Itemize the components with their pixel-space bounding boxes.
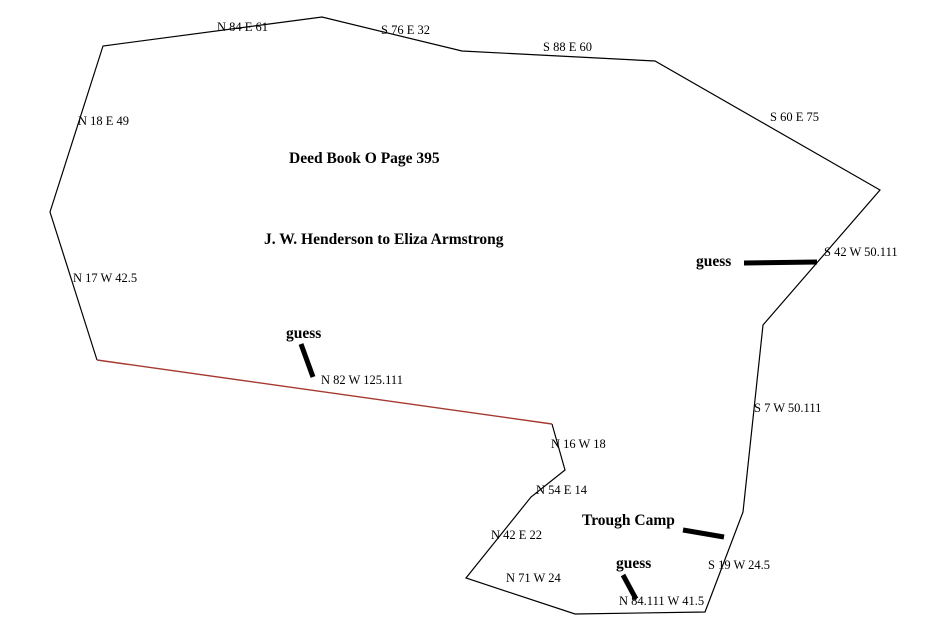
bearing-label: S 88 E 60 [543,40,592,54]
trough-camp-label: Trough Camp [582,512,675,529]
bearing-label: S 42 W 50.111 [824,245,898,259]
bearing-label: N 84 E 61 [217,20,269,34]
trough-camp-marker [682,527,725,540]
bearing-label: S 76 E 32 [381,23,430,37]
deed-book-title: Deed Book O Page 395 [289,150,440,167]
bearing-label: N 84.111 W 41.5 [619,594,705,608]
red-boundary-line [96,359,553,425]
guess-label-left: guess [286,325,322,342]
bearing-label: N 17 W 42.5 [73,271,138,285]
bearing-label: N 71 W 24 [506,571,561,585]
guess-marker-right [743,259,818,266]
parties-title: J. W. Henderson to Eliza Armstrong [264,231,504,248]
guess-label-bottom: guess [616,555,652,572]
bearing-label: N 82 W 125.111 [321,373,403,387]
bearing-label: S 60 E 75 [770,110,819,124]
boundary-line [49,16,881,615]
bearing-label: S 7 W 50.111 [754,401,822,415]
bearing-label: N 42 E 22 [491,528,543,542]
guess-marker-left [298,343,316,378]
guess-marker-bottom [620,573,639,601]
bearing-label: N 16 W 18 [551,437,606,451]
guess-label-right: guess [696,253,732,270]
bearing-label: S 19 W 24.5 [708,558,771,572]
bearing-label: N 54 E 14 [536,483,588,497]
bearing-label: N 18 E 49 [78,114,130,128]
